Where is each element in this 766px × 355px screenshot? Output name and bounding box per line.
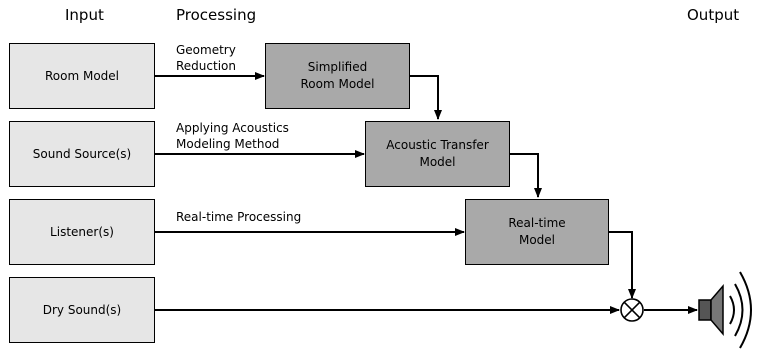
edge-realtime-to-mixer bbox=[609, 231, 636, 299]
geometry-reduction-label: Geometry Reduction bbox=[176, 43, 236, 73]
acoustic-transfer-model-box: Acoustic Transfer Model bbox=[365, 121, 510, 187]
edge-acoustic-to-realtime bbox=[510, 153, 542, 198]
output-column-header: Output bbox=[687, 6, 740, 24]
dry-sounds-box: Dry Sound(s) bbox=[9, 277, 155, 343]
realtime-processing-label: Real-time Processing bbox=[176, 210, 302, 224]
room-model-box: Room Model bbox=[9, 43, 155, 109]
applying-acoustics-label: Applying Acoustics Modeling Method bbox=[176, 121, 289, 151]
simplified-room-model-box: Simplified Room Model bbox=[265, 43, 410, 109]
input-column-header: Input bbox=[65, 6, 104, 24]
processing-column-header: Processing bbox=[176, 6, 257, 24]
speaker-icon bbox=[698, 271, 752, 349]
sound-sources-box: Sound Source(s) bbox=[9, 121, 155, 187]
multiply-circle-icon bbox=[620, 298, 644, 322]
listeners-box: Listener(s) bbox=[9, 199, 155, 265]
realtime-model-box: Real-time Model bbox=[465, 199, 609, 265]
edge-simplified-to-acoustic bbox=[410, 75, 442, 120]
